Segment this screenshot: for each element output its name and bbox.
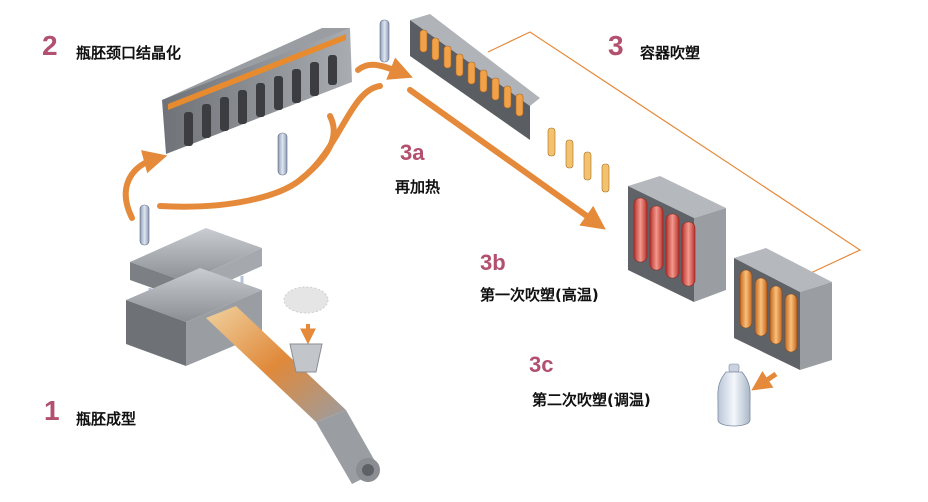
second-blow-mold: [734, 248, 832, 370]
flow-arrow-to-reheating: [355, 57, 413, 80]
step-3b-number: 3b: [480, 250, 506, 275]
step-2-number: 2: [42, 30, 58, 61]
injection-mold: [126, 228, 262, 366]
step-3c-number: 3c: [529, 352, 554, 377]
blow-molding-bracket-line: [487, 31, 862, 279]
injection-barrel: [206, 306, 380, 484]
flow-arrow-path-up: [297, 83, 383, 183]
flow-arrow-mold-to-crystallization: [122, 150, 168, 221]
preform-icon: [139, 204, 150, 246]
step-2-label: 瓶胚颈口结晶化: [76, 44, 182, 62]
step-3b-label: 第一次吹塑(高温): [480, 286, 599, 304]
step-1-number: 1: [44, 395, 60, 426]
flow-arrow-to-bottle: [751, 371, 778, 391]
step-3a-label: 再加热: [395, 178, 441, 196]
step-3a-number: 3a: [400, 140, 425, 165]
step-1-label: 瓶胚成型: [76, 410, 137, 428]
finished-bottle-icon: [717, 363, 751, 427]
crystallization-rail: [162, 28, 352, 154]
step-3c-label: 第二次吹塑(调温): [532, 391, 651, 409]
plastic-granules: [283, 286, 329, 314]
step-3-number: 3: [608, 30, 624, 61]
first-blow-mold: [628, 176, 726, 302]
reheated-preforms: [547, 127, 610, 193]
preform-icon: [277, 132, 288, 176]
step-3-label: 容器吹塑: [640, 44, 701, 62]
reheating-rail: [410, 14, 540, 140]
preform-icon: [379, 19, 390, 63]
flow-arrow-to-first-blow: [407, 87, 606, 230]
